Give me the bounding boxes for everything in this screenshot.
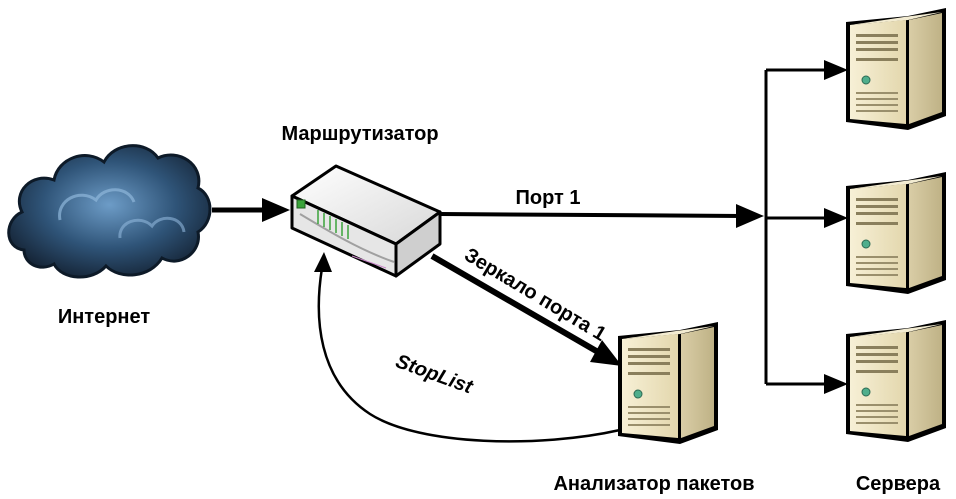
internet-label: Интернет — [58, 306, 151, 328]
router-icon — [290, 164, 442, 278]
packet-analyzer-icon — [618, 322, 718, 445]
internet-cloud-icon — [7, 144, 212, 279]
servers-label: Сервера — [856, 473, 941, 495]
server-2-icon — [846, 172, 946, 295]
router-label: Маршрутизатор — [281, 123, 438, 145]
server-3-icon — [846, 320, 946, 443]
mirror-port-label: Зеркало порта 1 — [460, 244, 609, 346]
connection-lines — [212, 60, 848, 443]
stoplist-label: StopList — [393, 350, 477, 398]
server-1-icon — [846, 8, 946, 131]
analyzer-label: Анализатор пакетов — [553, 473, 754, 495]
port1-label: Порт 1 — [515, 187, 580, 209]
